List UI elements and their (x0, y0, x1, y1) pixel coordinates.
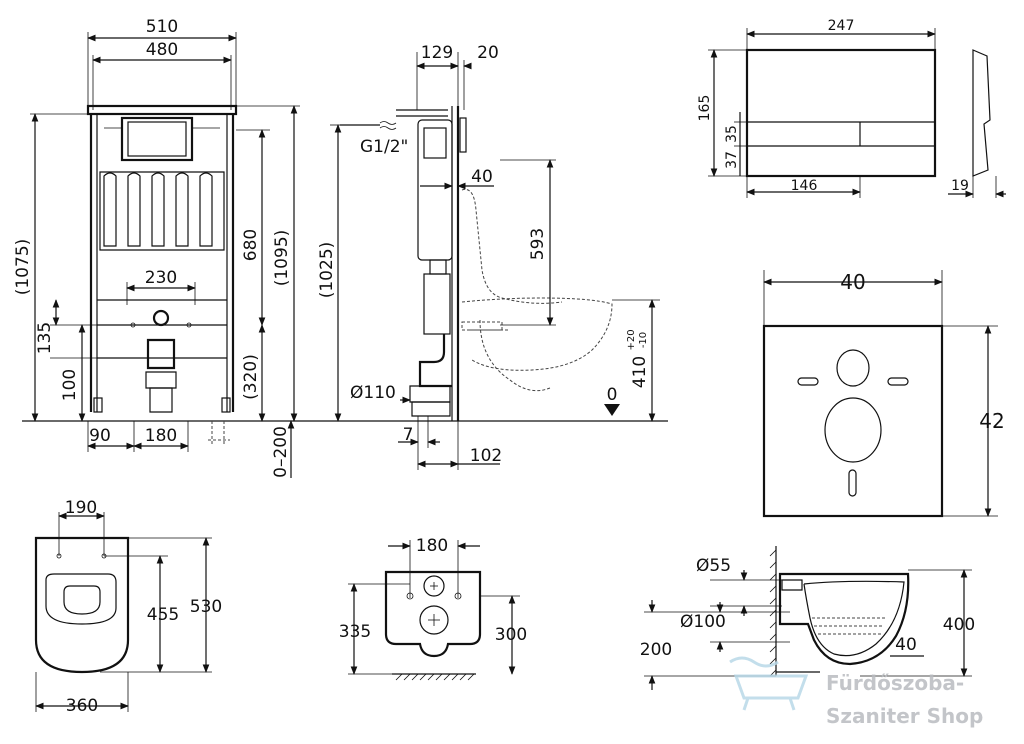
dim-height-135: 135 (35, 322, 55, 354)
dim-tolerance-minus: -10 (638, 332, 649, 348)
dim-plate-height-165: 165 (697, 95, 713, 122)
dim-height-680: 680 (241, 229, 261, 261)
dim-offset-7: 7 (403, 425, 414, 445)
dim-foot-180: 180 (145, 426, 177, 446)
dim-spacing-230: 230 (145, 268, 177, 288)
dim-foot-90: 90 (89, 426, 111, 446)
dim-plate-height-35: 35 (724, 125, 740, 143)
bowl-back-view: 180 335 300 (339, 536, 527, 681)
dim-height-1095: (1095) (272, 230, 292, 287)
bowl-top-view: 190 455 530 360 (34, 498, 222, 716)
dim-offset-40: 40 (471, 167, 493, 187)
dim-bowl-length-455: 455 (147, 605, 179, 625)
dim-offset-102: 102 (470, 446, 502, 466)
frame-front-view: 510 480 230 (1075) 135 100 680 (1095) (3… (13, 17, 668, 478)
dim-plate-depth-19: 19 (951, 178, 969, 194)
dim-side-offset-40: 40 (895, 635, 917, 655)
dim-side-dia-100: Ø100 (680, 612, 726, 632)
watermark-line-2: Szaniter Shop (826, 704, 983, 728)
dim-side-dia-55: Ø55 (696, 556, 731, 576)
dim-mat-height-42: 42 (979, 409, 1004, 433)
dim-height-1025: (1025) (317, 242, 337, 299)
dim-width-inner: 480 (146, 40, 178, 60)
dim-back-spacing-180: 180 (416, 536, 448, 556)
dim-mat-width-40: 40 (840, 270, 865, 294)
label-inlet: G1/2" (360, 137, 408, 157)
dim-height-410: 410 (630, 356, 650, 388)
dim-depth-129: 129 (421, 43, 453, 63)
shop-watermark: Fürdőszoba- Szaniter Shop (729, 656, 983, 728)
dim-side-height-400: 400 (943, 615, 975, 635)
flush-plate-view: 247 165 35 37 146 19 (697, 18, 1006, 198)
dim-width-outer: 510 (146, 17, 178, 37)
dim-height-320: (320) (241, 354, 261, 400)
dim-back-height-300: 300 (495, 625, 527, 645)
dim-bowl-width-190: 190 (65, 498, 97, 518)
bowl-side-view: Ø55 Ø100 200 40 400 (640, 546, 975, 690)
dim-plate-height-37: 37 (724, 151, 740, 169)
dim-adjust-0-200: 0–200 (271, 426, 291, 478)
frame-side-view: 129 20 G1/2" (1025) 40 593 Ø110 7 102 0 … (317, 43, 660, 470)
dim-plate-width-247: 247 (828, 18, 855, 34)
dim-side-height-200: 200 (640, 640, 672, 660)
sound-mat-view: 40 42 (762, 270, 1005, 518)
dim-depth-20: 20 (477, 43, 499, 63)
dim-plate-width-146: 146 (791, 178, 818, 194)
dim-back-height-335: 335 (339, 622, 371, 642)
dim-height-total: (1075) (13, 239, 33, 296)
dim-height-100: 100 (60, 369, 80, 401)
label-pipe-110: Ø110 (350, 383, 396, 403)
dim-bowl-length-530: 530 (190, 597, 222, 617)
watermark-line-1: Fürdőszoba- (826, 671, 964, 695)
bathtub-logo-icon (729, 656, 809, 711)
dim-bowl-width-360: 360 (66, 696, 98, 716)
dim-height-593: 593 (528, 228, 548, 260)
dim-tolerance-plus: +20 (626, 329, 637, 350)
label-floor-zero: 0 (607, 385, 618, 405)
